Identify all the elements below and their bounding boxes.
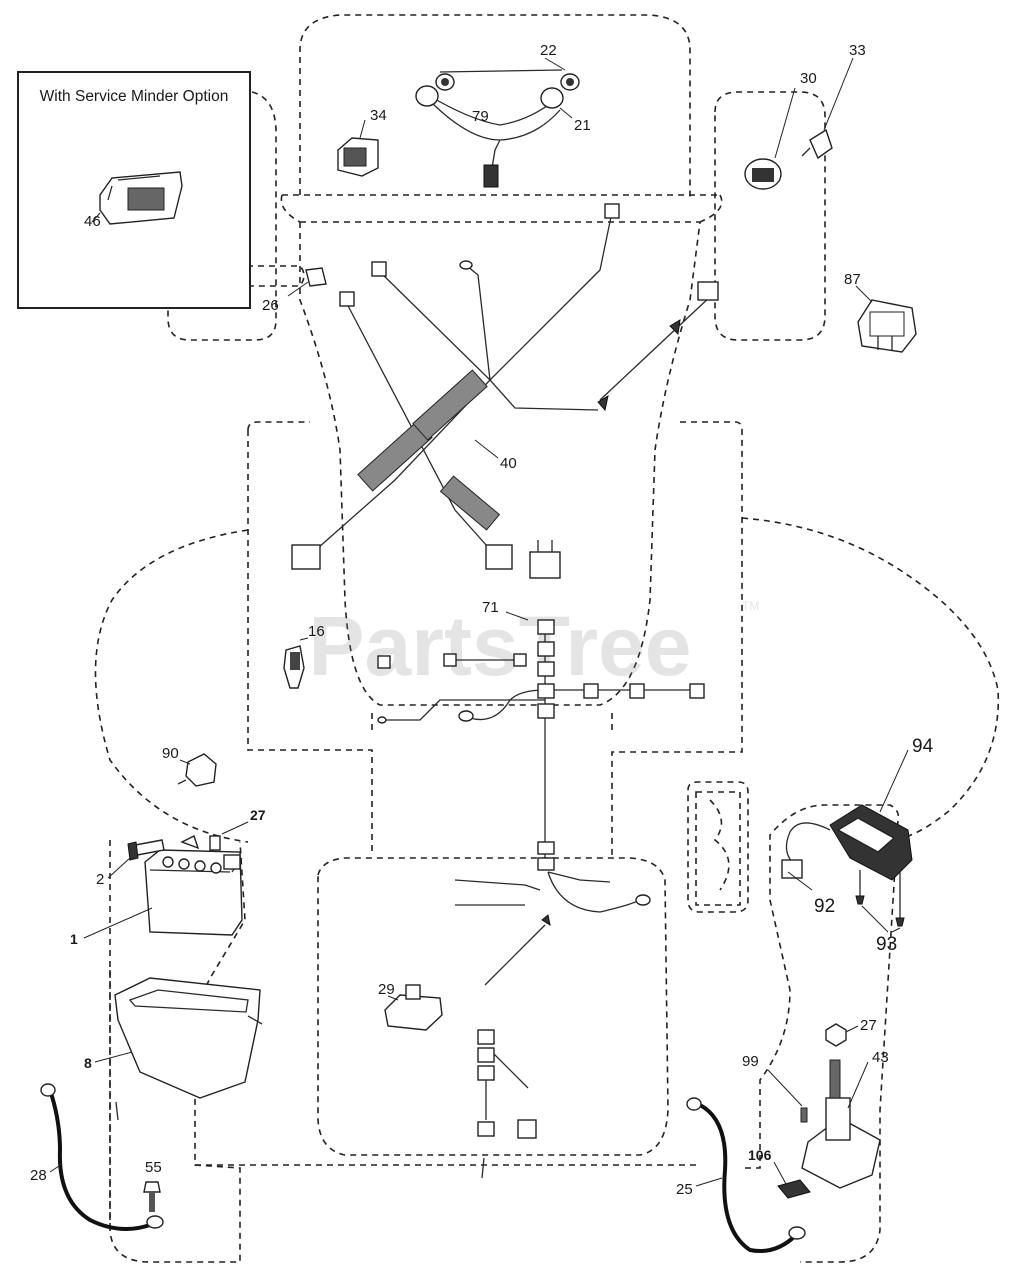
part-label-28: 28: [30, 1167, 47, 1184]
part-label-40: 40: [500, 455, 517, 472]
relay-87: 87: [844, 271, 917, 353]
part-label-90: 90: [162, 745, 179, 762]
part-label-46: 46: [84, 213, 101, 230]
clip-106: 106: [748, 1147, 811, 1199]
watermark-text: PartsTree: [309, 599, 692, 693]
battery-bolt-2: 2: [96, 835, 200, 888]
body-outlines: [94, 14, 1000, 1263]
part-label-87: 87: [844, 271, 861, 288]
battery-cable-25: 25: [676, 1097, 806, 1253]
part-label-106: 106: [748, 1147, 772, 1163]
component-90: 90: [162, 745, 217, 787]
battery-tray-8: 8: [84, 977, 263, 1099]
battery-nut-27: 27: [209, 807, 266, 851]
grille-band-outline: [280, 194, 723, 223]
part-label-1: 1: [70, 931, 78, 947]
part-label-92: 92: [814, 896, 835, 917]
part-label-71: 71: [482, 599, 499, 616]
part-label-27-battery: 27: [250, 807, 266, 823]
module-94: 94 92 93: [781, 736, 934, 955]
watermark-tm: TM: [742, 599, 759, 613]
right-top-panel-outline: [714, 91, 826, 341]
chassis-harness-71: 71: [377, 540, 705, 871]
main-harness-40: 40: [291, 203, 719, 570]
frame-right-outline: [611, 421, 743, 860]
rear-harness: 29: [378, 871, 651, 1139]
part-label-16: 16: [308, 623, 325, 640]
battery-1: 1: [70, 849, 243, 947]
inset-shadow-outline: [167, 91, 277, 341]
part-label-33: 33: [849, 42, 866, 59]
bolt-55: 55: [143, 1159, 162, 1212]
part-label-26: 26: [262, 297, 279, 314]
battery-cable-28: 28: [30, 1083, 164, 1231]
connector-stack: [477, 1029, 537, 1139]
part-label-43: 43: [872, 1049, 889, 1066]
rear-right-frame-outline: [745, 804, 900, 1263]
service-minder-inset: With Service Minder Option 46: [17, 71, 251, 309]
seat-switch-29: 29: [378, 981, 443, 1031]
service-minder-module: [99, 171, 183, 225]
part-label-25: 25: [676, 1181, 693, 1198]
part-label-30: 30: [800, 70, 817, 87]
part-label-2: 2: [96, 871, 104, 888]
nut-27-solenoid: 27: [825, 1017, 877, 1047]
ignition-key: 33: [801, 42, 866, 160]
left-wheel-outline: [94, 529, 249, 843]
frame-left-outline: [247, 421, 373, 855]
front-shroud-outline: [371, 710, 613, 730]
seat-area-outline: [317, 857, 669, 1156]
part-label-8: 8: [84, 1055, 92, 1071]
hood-outline: [299, 14, 691, 198]
dash-panel-outline: [299, 221, 701, 706]
connector-16: 16: [283, 623, 325, 689]
part-label-99: 99: [742, 1053, 759, 1070]
part-label-22: 22: [540, 42, 557, 59]
part-label-27-solenoid: 27: [860, 1017, 877, 1034]
part-label-21: 21: [574, 117, 591, 134]
ignition-switch: 30: [744, 70, 817, 190]
right-wheel-outline: [741, 517, 1000, 841]
part-label-29: 29: [378, 981, 395, 998]
part-label-94: 94: [912, 736, 934, 757]
mower-lever-inner: [695, 791, 741, 906]
part-label-79: 79: [472, 108, 489, 125]
part-label-34: 34: [370, 107, 387, 124]
headlight-right: [540, 73, 580, 109]
part-label-55: 55: [145, 1159, 162, 1176]
conduit: [291, 369, 513, 570]
mower-lever-outline: [687, 781, 749, 913]
watermark: PartsTree TM: [309, 599, 760, 693]
fuse-holder-26: 26: [262, 267, 327, 314]
part-label-93: 93: [876, 934, 897, 955]
screw-99: 99: [742, 1053, 808, 1123]
inset-title: With Service Minder Option: [40, 88, 229, 105]
switch-34: 34: [337, 107, 387, 177]
rear-tie: [481, 1157, 485, 1179]
headlight-left: [415, 73, 455, 107]
solenoid-43: 43: [801, 1049, 889, 1189]
headlight-harness: 22 21 79: [415, 42, 591, 188]
